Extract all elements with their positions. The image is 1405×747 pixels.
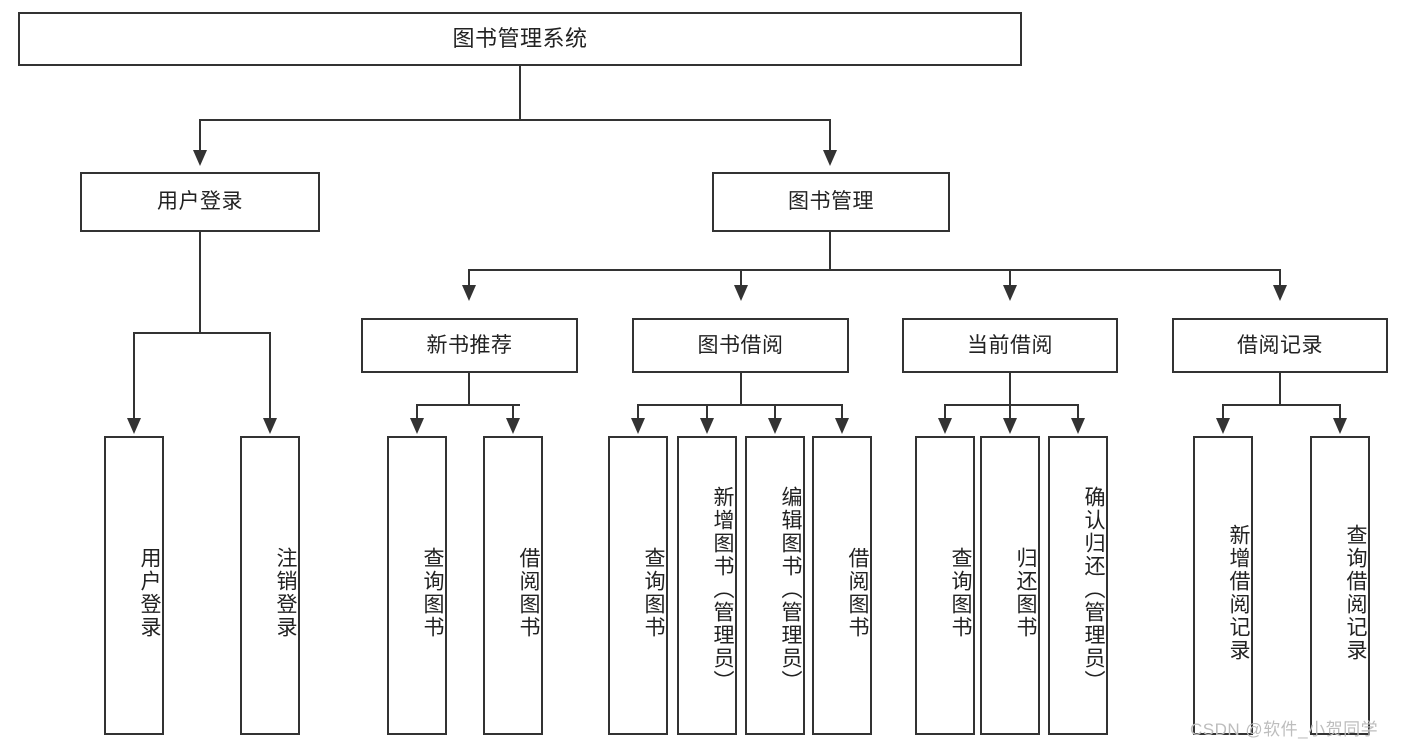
arrow-down-icon [1273,285,1287,301]
leaf-query-borrow-record[interactable]: 查询借阅记录 [1310,436,1370,735]
arrow-down-icon [835,418,849,434]
connector-to-new-book-recommend [468,269,470,287]
connector-book-borrow-stem [740,373,742,406]
leaf-add-book-admin[interactable]: 新增图书（管理员） [677,436,737,735]
arrow-down-icon [1003,418,1017,434]
connector-to-leaf-user-login [133,332,135,420]
connector-to-leaf-return-book [1009,404,1011,420]
arrow-down-icon [1071,418,1085,434]
connector-to-current-borrow [1009,269,1011,287]
leaf-edit-book-admin[interactable]: 编辑图书（管理员） [745,436,805,735]
connector-to-leaf-query-book-1 [416,404,418,420]
arrow-down-icon [1003,285,1017,301]
connector-borrow-record-stem [1279,373,1281,406]
connector-book-management-stem [829,232,831,270]
arrow-down-icon [410,418,424,434]
node-current-borrow[interactable]: 当前借阅 [902,318,1118,373]
connector-root-bus [199,119,831,121]
connector-user-login-bus [133,332,271,334]
leaf-borrow-book-recommend[interactable]: 借阅图书 [483,436,543,735]
leaf-logout[interactable]: 注销登录 [240,436,300,735]
csdn-watermark: CSDN @软件_小贺同学 [1190,720,1379,739]
leaf-query-book-recommend[interactable]: 查询图书 [387,436,447,735]
connector-book-management-bus [468,269,1280,271]
connector-new-book-recommend-bus [416,404,520,406]
leaf-confirm-return-admin[interactable]: 确认归还（管理员） [1048,436,1108,735]
leaf-query-book-borrow[interactable]: 查询图书 [608,436,668,735]
arrow-down-icon [938,418,952,434]
node-book-management[interactable]: 图书管理 [712,172,950,232]
connector-to-leaf-borrow-book-2 [841,404,843,420]
connector-book-borrow-bus [637,404,843,406]
arrow-down-icon [1333,418,1347,434]
connector-to-leaf-confirm-return [1077,404,1079,420]
arrow-down-icon [462,285,476,301]
connector-new-book-recommend-stem [468,373,470,406]
arrow-down-icon [506,418,520,434]
arrow-down-icon [263,418,277,434]
connector-borrow-record-bus [1222,404,1340,406]
connector-to-leaf-query-book-3 [944,404,946,420]
arrow-down-icon [127,418,141,434]
leaf-query-book-current[interactable]: 查询图书 [915,436,975,735]
connector-user-login-stem [199,232,201,333]
arrow-down-icon [700,418,714,434]
arrow-down-icon [631,418,645,434]
arrow-down-icon [823,150,837,166]
connector-to-borrow-record [1279,269,1281,287]
connector-to-leaf-query-book-2 [637,404,639,420]
connector-to-leaf-edit-book [774,404,776,420]
leaf-add-borrow-record[interactable]: 新增借阅记录 [1193,436,1253,735]
node-book-borrow[interactable]: 图书借阅 [632,318,849,373]
connector-root-stem [519,66,521,120]
connector-root-to-user-login [199,119,201,152]
arrow-down-icon [734,285,748,301]
leaf-borrow-book[interactable]: 借阅图书 [812,436,872,735]
connector-to-leaf-borrow-book-1 [512,404,514,420]
arrow-down-icon [768,418,782,434]
connector-to-leaf-query-record [1339,404,1341,420]
node-new-book-recommend[interactable]: 新书推荐 [361,318,578,373]
connector-to-leaf-add-record [1222,404,1224,420]
connector-current-borrow-stem [1009,373,1011,406]
connector-to-leaf-logout [269,332,271,420]
arrow-down-icon [193,150,207,166]
node-user-login[interactable]: 用户登录 [80,172,320,232]
connector-to-book-borrow [740,269,742,287]
connector-current-borrow-bus [944,404,1078,406]
node-root-book-management-system[interactable]: 图书管理系统 [18,12,1022,66]
leaf-return-book[interactable]: 归还图书 [980,436,1040,735]
arrow-down-icon [1216,418,1230,434]
leaf-user-login[interactable]: 用户登录 [104,436,164,735]
connector-root-to-book-management [829,119,831,152]
connector-to-leaf-add-book [706,404,708,420]
node-borrow-record[interactable]: 借阅记录 [1172,318,1388,373]
